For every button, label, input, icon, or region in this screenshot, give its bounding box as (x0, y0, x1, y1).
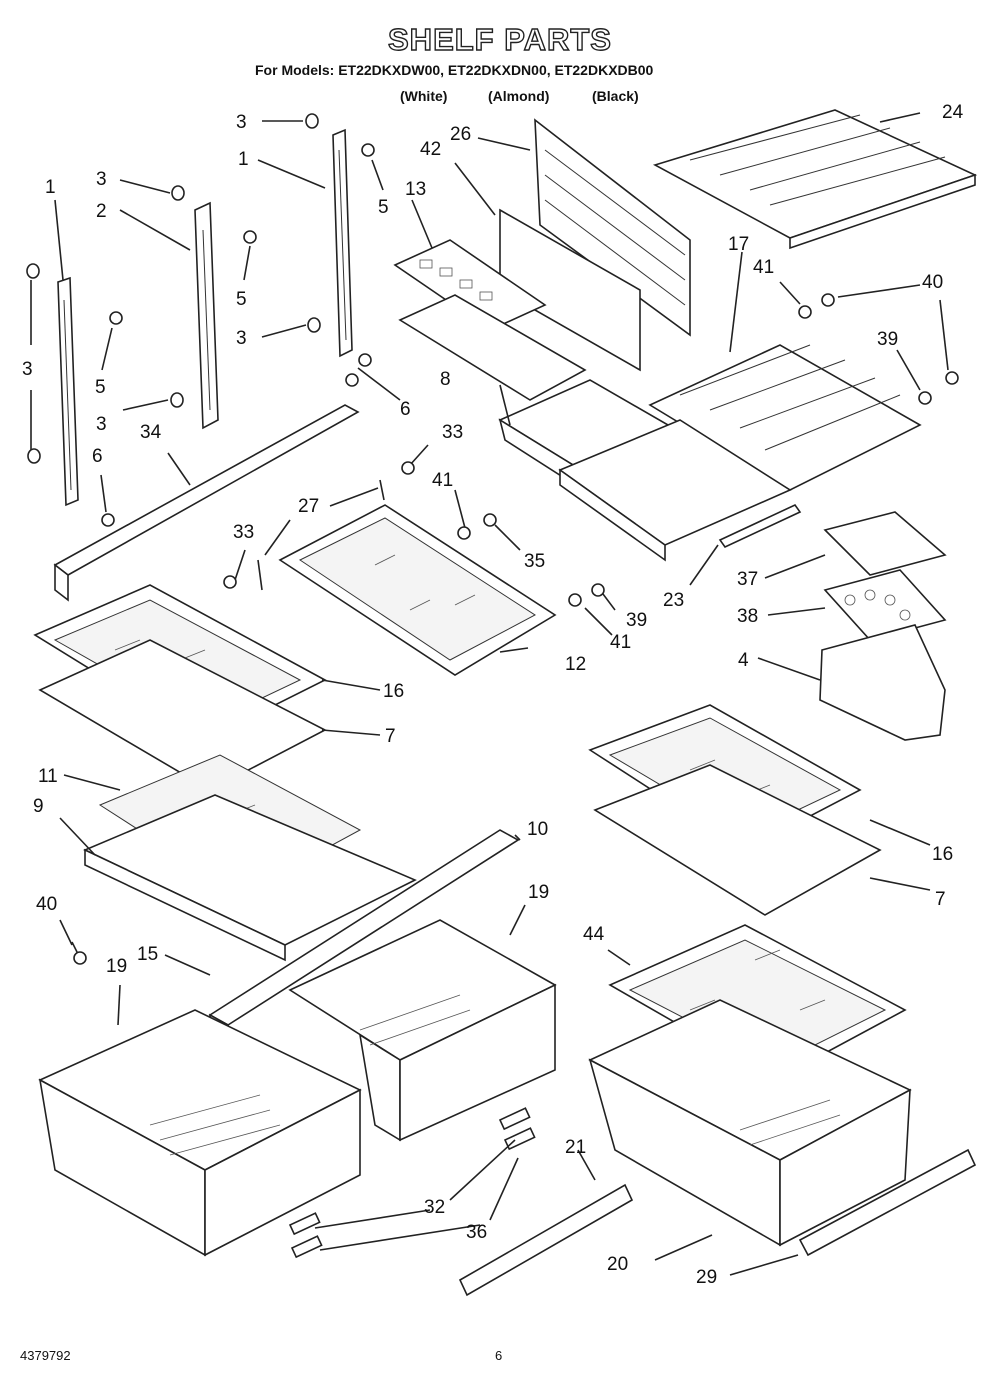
callout-29: 29 (696, 1267, 717, 1288)
callout-7: 7 (935, 889, 946, 910)
callout-21: 21 (565, 1137, 586, 1158)
callout-9: 9 (33, 796, 44, 817)
ladder-right (332, 128, 353, 358)
callout-5: 5 (236, 289, 247, 310)
handles-and-rods (288, 1107, 977, 1297)
callout-35: 35 (524, 551, 545, 572)
color-label-black: (Black) (592, 88, 639, 104)
callout-36: 36 (466, 1222, 487, 1243)
callout-41: 41 (610, 632, 631, 653)
callout-44: 44 (583, 924, 605, 945)
color-label-almond: (Almond) (488, 88, 550, 104)
shelf-frame-7-right (593, 764, 882, 916)
callout-3: 3 (22, 359, 33, 380)
callout-1: 1 (238, 149, 249, 170)
drawer-19-right (288, 919, 557, 1142)
egg-holder-38 (823, 569, 947, 641)
callout-4: 4 (738, 650, 749, 671)
drawer-19-left (38, 1009, 362, 1257)
page-number: 6 (495, 1348, 503, 1363)
callout-32: 32 (424, 1197, 445, 1218)
callout-20: 20 (607, 1254, 628, 1275)
callout-13: 13 (405, 179, 426, 200)
callout-5: 5 (95, 377, 106, 398)
color-label-white: (White) (400, 88, 448, 104)
drawer-20 (588, 999, 912, 1247)
callout-23: 23 (663, 590, 684, 611)
callout-33: 33 (233, 522, 254, 543)
bin-4 (819, 624, 946, 741)
callout-6: 6 (92, 446, 103, 467)
trim-23 (718, 503, 802, 549)
models-line: For Models: ET22DKXDW00, ET22DKXDN00, ET… (255, 62, 654, 78)
egg-tray-37 (823, 511, 947, 576)
wire-shelf-24 (652, 109, 978, 250)
callout-12: 12 (565, 654, 586, 675)
callout-2: 2 (96, 201, 107, 222)
callout-37: 37 (737, 569, 758, 590)
divider-cover-43 (499, 208, 641, 372)
callout-16: 16 (932, 844, 953, 865)
callout-43: 42 (420, 139, 441, 160)
callout-19: 19 (528, 882, 549, 903)
callout-7: 7 (385, 726, 396, 747)
callout-26: 26 (450, 124, 471, 145)
ladder-left (57, 276, 79, 507)
callout-41: 41 (432, 470, 453, 491)
callout-1: 1 (45, 177, 56, 198)
divider-panel-26 (534, 118, 691, 337)
shelf-frame-9 (83, 794, 417, 962)
leader-lines (30, 112, 949, 1276)
callout-38: 38 (737, 606, 758, 627)
callout-6: 6 (400, 399, 411, 420)
callout-27: 27 (298, 496, 319, 517)
callout-5: 5 (378, 197, 389, 218)
ladder-screws (101, 143, 375, 527)
callout-10: 10 (527, 819, 548, 840)
callout-42: 41 (753, 257, 774, 278)
shelf-rail-34 (53, 404, 360, 602)
ladder-middle (194, 201, 219, 430)
wire-shelf-lower (558, 419, 792, 562)
callout-labels: 3 1 5 3 2 5 3 1 3 5 3 6 6 34 33 27 41 33… (22, 102, 964, 1288)
document-number: 4379792 (20, 1348, 71, 1363)
callout-3: 3 (96, 414, 107, 435)
callout-3: 3 (236, 328, 247, 349)
callout-39: 39 (877, 329, 898, 350)
callout-34: 34 (140, 422, 162, 443)
callout-24: 24 (942, 102, 964, 123)
callout-39: 39 (626, 610, 647, 631)
callout-40: 40 (36, 894, 57, 915)
callout-19: 19 (106, 956, 127, 977)
callout-11: 11 (38, 766, 58, 787)
callout-16: 16 (383, 681, 404, 702)
callout-17: 17 (728, 234, 749, 255)
page-title: SHELF PARTS (387, 21, 612, 57)
callout-15: 15 (137, 944, 158, 965)
ladder-clips (26, 113, 321, 464)
callout-8: 8 (440, 369, 451, 390)
callout-41: 40 (922, 272, 943, 293)
ice-tray-base (398, 294, 587, 401)
callout-3: 3 (96, 169, 107, 190)
callout-3: 3 (236, 112, 247, 133)
callout-33: 33 (442, 422, 463, 443)
glass-shelf-12 (278, 504, 557, 676)
small-fasteners (73, 293, 959, 965)
